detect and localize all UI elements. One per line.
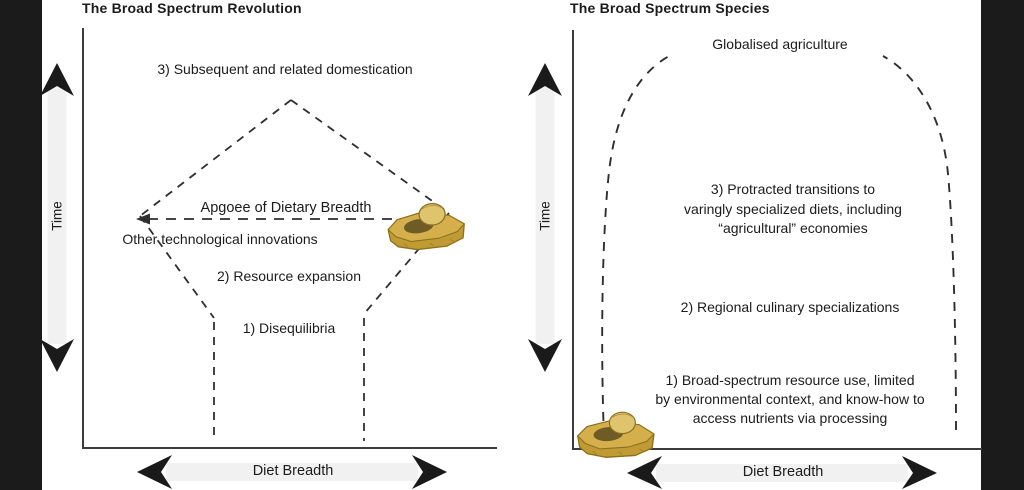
time-axis-label: Time	[49, 201, 65, 231]
right-panel-axes	[572, 30, 982, 450]
stage1-label-line: access nutrients via processing	[692, 410, 888, 426]
stage2-label: 2) Resource expansion	[217, 268, 361, 284]
right-black-band	[981, 0, 1024, 490]
grinding-stone-icon	[386, 201, 467, 252]
broad-spectrum-species-outline	[601, 55, 957, 439]
left-panel-axes	[82, 28, 497, 449]
time-arrow-right	[528, 63, 562, 372]
stage1-label-line: 1) Broad-spectrum resource use, limited	[665, 372, 915, 388]
diet-breadth-axis-label: Diet Breadth	[252, 463, 334, 479]
left-black-band	[0, 0, 42, 490]
apogee-label: Apgoee of Dietary Breadth	[200, 200, 372, 216]
apogee-left-arrowhead	[136, 213, 150, 225]
stage3-label-line: “agricultural” economies	[718, 220, 868, 236]
stage1-label: 1) Broad-spectrum resource use, limited …	[655, 371, 924, 428]
grinding-stone-icon	[577, 411, 655, 458]
diet-breadth-arrow-right	[627, 456, 937, 489]
diet-breadth-arrow-left	[137, 455, 447, 489]
other-innovations-label: Other technological innovations	[122, 231, 318, 247]
stage1-label: 1) Disequilibria	[242, 320, 336, 336]
stage2-label: 2) Regional culinary specializations	[680, 299, 900, 315]
diet-breadth-axis-label: Diet Breadth	[742, 464, 824, 480]
panel-title-revolution: The Broad Spectrum Revolution	[82, 0, 302, 16]
panel-title-species: The Broad Spectrum Species	[570, 0, 770, 16]
stage3-label-line: 3) Protracted transitions to	[710, 181, 876, 197]
time-arrow-left	[40, 63, 74, 372]
time-axis-label: Time	[537, 201, 553, 231]
stage3-label: 3) Protracted transitions to varingly sp…	[684, 180, 902, 239]
stage3-label: 3) Subsequent and related domestication	[157, 61, 413, 77]
stage3-label-line: varingly specialized diets, including	[684, 200, 902, 217]
globalised-agriculture-label: Globalised agriculture	[712, 36, 848, 52]
stage1-label-line: by environmental context, and know-how t…	[655, 391, 925, 407]
